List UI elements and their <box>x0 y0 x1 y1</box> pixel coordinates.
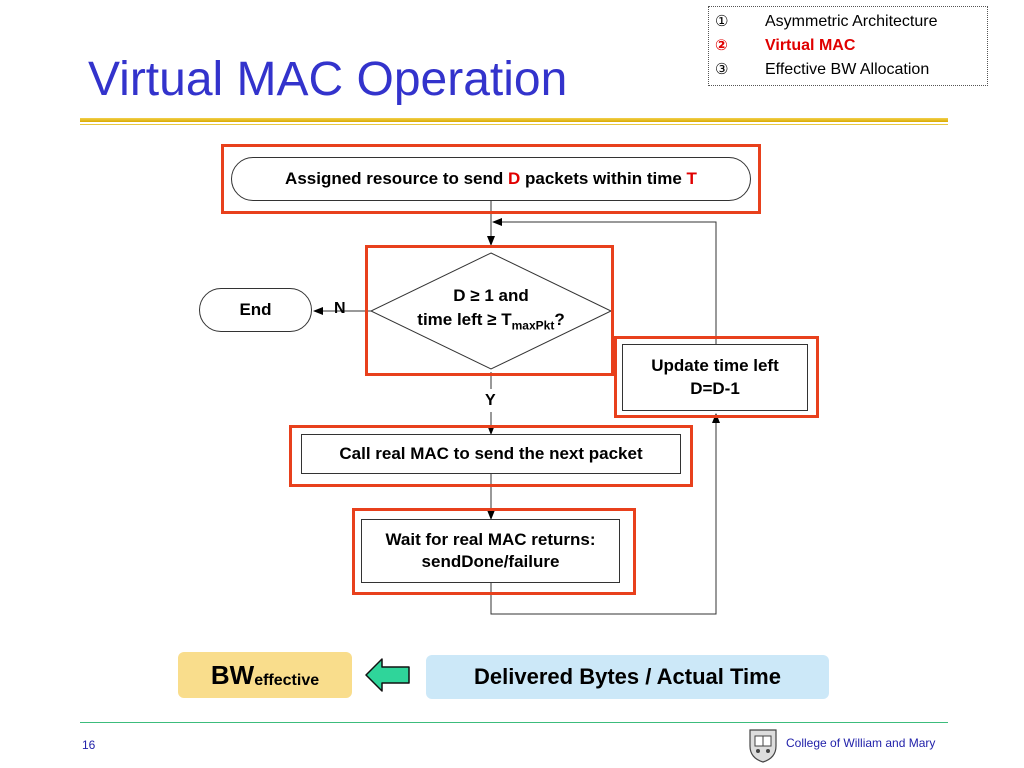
arrow-update-to-loop <box>492 218 717 346</box>
start-text-pre: Assigned resource to send <box>285 169 508 188</box>
highlight-update <box>614 336 819 418</box>
slide-title: Virtual MAC Operation <box>88 53 568 106</box>
outline-text: Effective BW Allocation <box>765 61 930 78</box>
title-underline <box>80 118 948 122</box>
outline-text: Virtual MAC <box>765 37 856 54</box>
bw-subscript: effective <box>254 672 320 689</box>
update-node: Update time left D=D-1 <box>622 344 808 411</box>
outline-text: Asymmetric Architecture <box>765 13 938 30</box>
decision-subscript: maxPkt <box>511 318 555 333</box>
start-t-variable: T <box>686 169 697 188</box>
delivered-bytes-box: Delivered Bytes / Actual Time <box>426 655 829 699</box>
end-node: End <box>199 288 312 332</box>
outline-number: ① <box>715 12 729 30</box>
highlight-start <box>221 144 761 214</box>
decision-line-2-pre: time left ≥ T <box>417 310 512 329</box>
decision-text: D ≥ 1 and time left ≥ TmaxPkt? <box>381 284 601 337</box>
bw-text: BW <box>210 659 255 690</box>
no-label: N <box>334 300 346 317</box>
call-mac-node: Call real MAC to send the next packet <box>301 434 681 474</box>
start-text-mid: packets within time <box>520 169 687 188</box>
outline-box: ① Asymmetric Architecture ② Virtual MAC ③ E… <box>708 6 988 86</box>
arrow-wait-to-update <box>490 413 720 615</box>
outline-number: ② <box>715 36 728 54</box>
wait-node: Wait for real MAC returns: sendDone/fail… <box>361 519 620 583</box>
college-crest-icon <box>749 729 777 763</box>
outline-item-1: ① Asymmetric Architecture <box>715 12 937 34</box>
wait-line-2: sendDone/failure <box>421 552 560 571</box>
highlight-wait <box>352 508 636 595</box>
decision-line-1: D ≥ 1 and <box>453 286 529 305</box>
update-line-2: D=D-1 <box>690 378 740 398</box>
highlight-decision <box>365 245 614 376</box>
page-number: 16 <box>82 738 96 752</box>
decision-line-2-post: ? <box>554 310 565 329</box>
footer-college-name: College of William and Mary <box>786 736 936 750</box>
decision-diamond <box>369 252 613 370</box>
decision-line-2: time left ≥ TmaxPkt? <box>381 308 601 337</box>
start-d-variable: D <box>508 169 521 188</box>
outline-item-2-active: ② Virtual MAC <box>715 36 855 58</box>
yes-label: Y <box>485 392 496 409</box>
outline-item-3: ③ Effective BW Allocation <box>715 60 929 82</box>
highlight-call-mac <box>289 425 693 487</box>
start-node: Assigned resource to send D packets with… <box>231 157 751 201</box>
title-underline-thin <box>80 124 948 125</box>
wait-line-1: Wait for real MAC returns: <box>385 529 596 549</box>
outline-number: ③ <box>715 60 729 78</box>
update-line-1: Update time left <box>651 356 779 376</box>
left-arrow-icon <box>365 658 410 692</box>
footer-rule <box>80 722 948 723</box>
